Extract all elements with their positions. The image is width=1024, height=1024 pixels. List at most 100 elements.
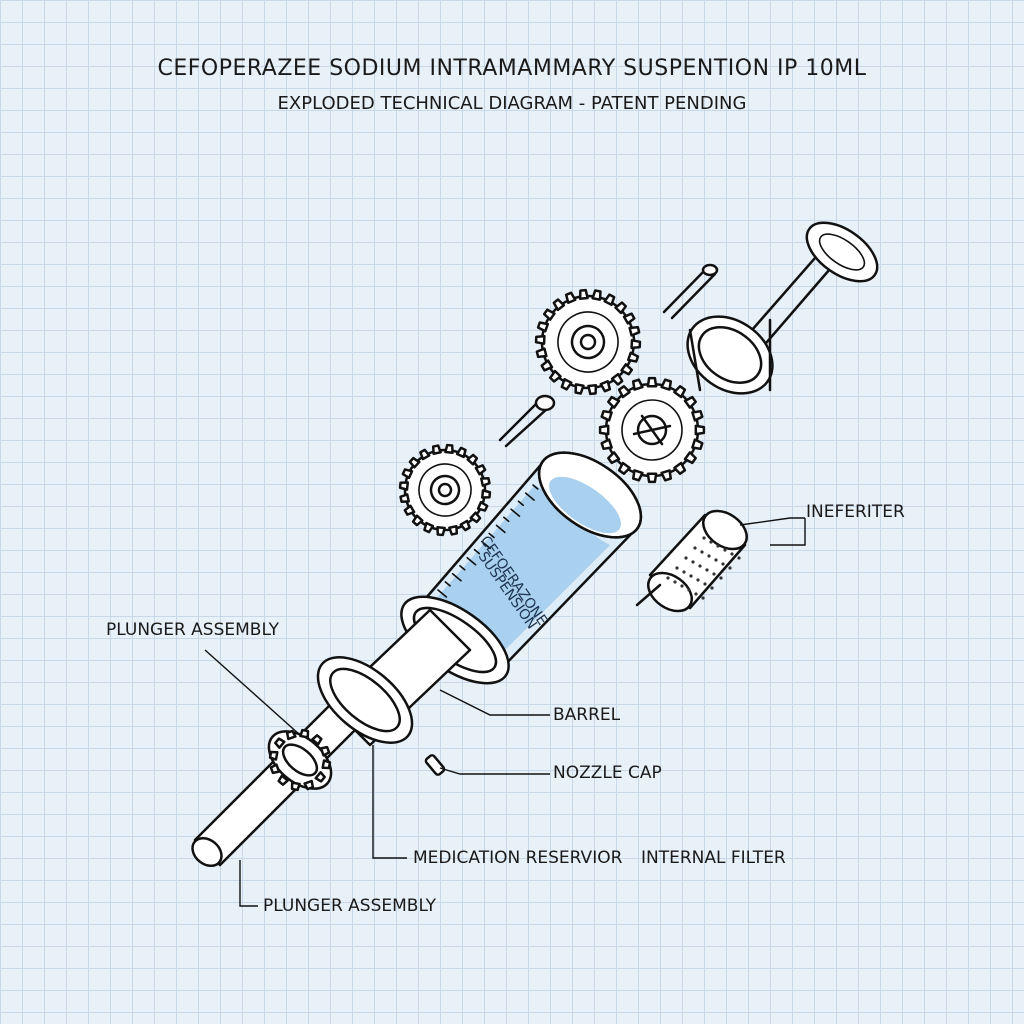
gear-tooth bbox=[574, 383, 585, 395]
gear-tooth bbox=[630, 339, 642, 350]
gear-tooth bbox=[536, 321, 550, 333]
gear-tooth bbox=[469, 511, 482, 524]
mesh-hole bbox=[702, 536, 706, 540]
gear-tooth bbox=[548, 369, 562, 383]
mesh-hole bbox=[682, 570, 686, 574]
barrel-graduations bbox=[437, 484, 539, 598]
graduation-tick bbox=[517, 500, 525, 507]
gear-tooth bbox=[552, 298, 566, 312]
gear-tooth bbox=[540, 359, 554, 372]
gear-top-teeth bbox=[534, 288, 642, 396]
label-internal-filter: INTERNAL FILTER bbox=[641, 848, 786, 868]
plunger-rod bbox=[191, 608, 472, 868]
graduation-tick bbox=[488, 532, 495, 539]
gear-tooth bbox=[535, 347, 548, 359]
gear-tooth bbox=[600, 409, 613, 422]
ring-collar-part bbox=[686, 315, 774, 395]
gear-tooth bbox=[646, 472, 658, 484]
gear-tooth bbox=[598, 424, 610, 436]
graduation-tick bbox=[451, 572, 462, 582]
gear-tooth bbox=[607, 395, 621, 409]
graduation-tick bbox=[437, 589, 448, 598]
gear-left bbox=[398, 443, 492, 537]
gear-tooth bbox=[673, 385, 687, 399]
gear-tooth bbox=[299, 728, 310, 739]
label-inefeiter: INEFERITER bbox=[806, 502, 905, 522]
mesh-hole bbox=[691, 560, 695, 564]
graduation-tick bbox=[502, 516, 510, 523]
graduation-tick bbox=[510, 508, 521, 518]
mesh-hole bbox=[709, 540, 713, 544]
gear-tooth bbox=[411, 514, 424, 527]
graduation-tick bbox=[444, 581, 451, 587]
gear-tooth bbox=[631, 378, 644, 391]
gear-top bbox=[534, 288, 642, 396]
gear-tooth bbox=[423, 521, 435, 534]
gear-tooth bbox=[419, 448, 431, 461]
gear-tooth bbox=[542, 308, 556, 321]
mesh-hole bbox=[721, 562, 725, 566]
gear-tooth bbox=[560, 377, 573, 391]
gear-tooth bbox=[480, 476, 491, 487]
gear-tooth bbox=[399, 493, 410, 504]
label-nozzle-cap: NOZZLE CAP bbox=[553, 763, 662, 783]
graduation-tick bbox=[473, 548, 481, 555]
mesh-hole bbox=[737, 556, 741, 560]
gear-tooth bbox=[311, 734, 323, 746]
gear-tooth bbox=[455, 446, 467, 459]
mesh-hole bbox=[694, 592, 698, 596]
gear-tooth bbox=[290, 781, 301, 792]
diagram-title: CEFOPERAZEE SODIUM INTRAMAMMARY SUSPENTI… bbox=[157, 56, 867, 81]
gear-tooth bbox=[303, 779, 315, 791]
gear-tooth bbox=[617, 385, 631, 399]
mesh-hole bbox=[714, 558, 718, 562]
label-medication-reservoir: MEDICATION RESERVIOR bbox=[413, 848, 623, 868]
gear-tooth bbox=[610, 372, 624, 386]
gear-tooth bbox=[628, 325, 641, 337]
gear-tooth bbox=[607, 451, 621, 465]
gear-tooth bbox=[277, 774, 289, 786]
mesh-hole bbox=[687, 588, 691, 592]
gear-tooth bbox=[691, 438, 704, 451]
mesh-hole bbox=[712, 572, 716, 576]
mesh-hole bbox=[728, 566, 732, 570]
gear-tooth bbox=[603, 293, 616, 307]
gear-tooth bbox=[321, 759, 332, 770]
gear-tooth bbox=[476, 500, 489, 512]
gear-tooth bbox=[269, 763, 281, 775]
mesh-hole bbox=[698, 564, 702, 568]
gear-tooth bbox=[459, 519, 471, 532]
gear-tooth bbox=[398, 481, 410, 491]
graduation-tick bbox=[459, 564, 466, 571]
internal-filter-cartridge bbox=[635, 509, 748, 613]
mesh-hole bbox=[680, 584, 684, 588]
mesh-hole bbox=[673, 580, 677, 584]
gear-tooth bbox=[466, 453, 479, 466]
gear-left-teeth bbox=[398, 443, 492, 537]
graduation-tick bbox=[524, 492, 535, 501]
mesh-hole bbox=[730, 552, 734, 556]
gear-tooth bbox=[620, 363, 634, 376]
gear-tooth bbox=[600, 438, 613, 451]
mesh-hole bbox=[707, 554, 711, 558]
gear-tooth bbox=[646, 376, 658, 388]
gear-tooth bbox=[274, 737, 286, 749]
mesh-hole bbox=[675, 566, 679, 570]
gear-tooth bbox=[268, 750, 279, 761]
gear-tooth bbox=[587, 384, 598, 396]
gear-tooth bbox=[617, 461, 631, 475]
mesh-hole bbox=[723, 548, 727, 552]
label-plunger-assembly-top: PLUNGER ASSEMBLY bbox=[106, 620, 280, 640]
graduation-tick bbox=[532, 484, 539, 490]
small-pin-middle bbox=[498, 394, 556, 448]
gear-tooth bbox=[480, 489, 492, 499]
gear-tooth bbox=[431, 444, 442, 455]
label-plunger-assembly-bottom: PLUNGER ASSEMBLY bbox=[263, 896, 437, 916]
gear-tooth bbox=[622, 312, 636, 325]
mesh-hole bbox=[705, 568, 709, 572]
mesh-hole bbox=[703, 582, 707, 586]
gear-middle bbox=[598, 376, 706, 484]
gear-tooth bbox=[683, 395, 697, 409]
gear-tooth bbox=[691, 409, 704, 422]
label-barrel: BARREL bbox=[553, 705, 621, 725]
